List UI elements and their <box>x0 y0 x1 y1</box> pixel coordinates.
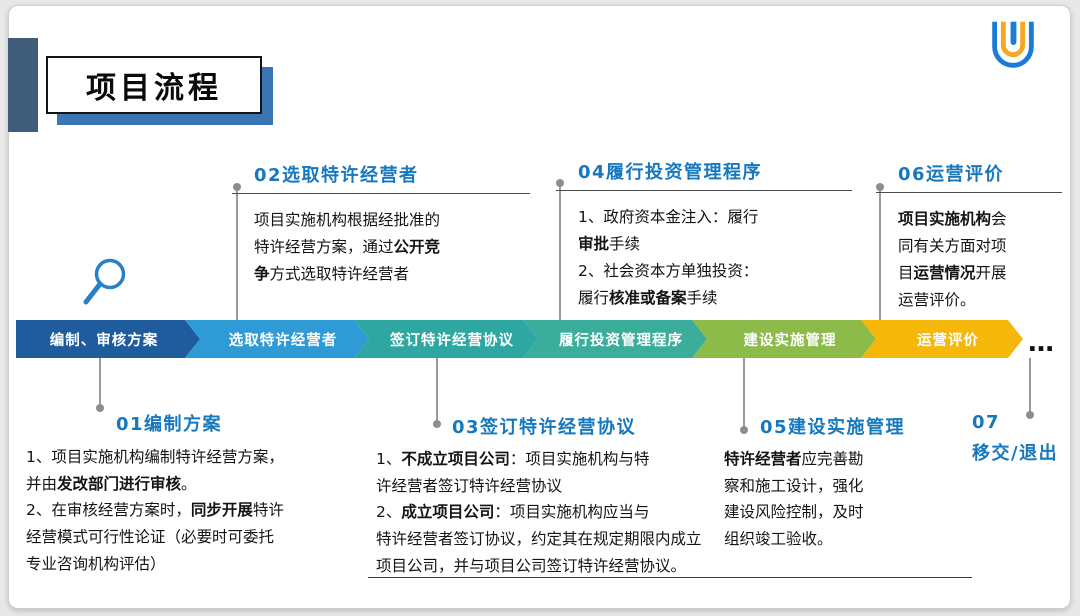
magnifier-icon <box>78 254 132 316</box>
section-06: 06运营评价 项目实施机构会 同有关方面对项 目运营情况开展 运营评价。 <box>876 160 1062 315</box>
title-accent-bar <box>8 38 38 132</box>
flow-step-6-label: 运营评价 <box>917 332 979 349</box>
section-03-body: 1、不成立项目公司：项目实施机构与特 许经营者签订特许经营协议 2、成立项目公司… <box>376 450 702 575</box>
section-05-body: 特许经营者应完善勘 察和施工设计，强化 建设风险控制，及时 组织竣工验收。 <box>724 450 864 548</box>
section-07-heading: 07 移交/退出 <box>972 408 1058 469</box>
flow-step-5-label: 建设实施管理 <box>743 332 837 349</box>
u-logo-icon <box>984 16 1042 74</box>
connector-dot-01 <box>96 404 104 412</box>
connector-dot-07 <box>1026 411 1034 419</box>
connector-line-07 <box>1029 358 1031 411</box>
flow-step-1-label: 编制、审核方案 <box>49 332 159 349</box>
section-04-heading: 04履行投资管理程序 <box>556 158 852 191</box>
section-04-body: 1、政府资本金注入：履行 审批手续 2、社会资本方单独投资： 履行核准或备案手续 <box>578 208 759 308</box>
section-02-body: 项目实施机构根据经批准的 特许经营方案，通过公开竞 争方式选取特许经营者 <box>254 211 441 284</box>
connector-line-03 <box>436 358 438 420</box>
section-03-heading: 03签订特许经营协议 <box>452 417 637 438</box>
flow-step-4-label: 履行投资管理程序 <box>559 332 683 349</box>
section-07-label: 移交/退出 <box>972 442 1059 464</box>
connector-line-05 <box>743 358 745 426</box>
connector-line-04 <box>559 187 561 322</box>
flow-ellipsis: … <box>1028 328 1054 358</box>
flow-step-1: 编制、审核方案 <box>16 320 200 358</box>
flow-step-5: 建设实施管理 <box>692 320 876 358</box>
connector-line-06 <box>879 191 881 322</box>
section-01-heading: 01编制方案 <box>116 414 223 435</box>
section-07-number: 07 <box>972 412 1001 433</box>
connector-dot-05 <box>740 426 748 434</box>
section-06-body: 项目实施机构会 同有关方面对项 目运营情况开展 运营评价。 <box>898 210 1007 310</box>
section-06-heading: 06运营评价 <box>876 160 1062 193</box>
bottom-divider-line <box>368 577 972 578</box>
connector-dot-04 <box>556 179 564 187</box>
section-04: 04履行投资管理程序 1、政府资本金注入：履行 审批手续 2、社会资本方单独投资… <box>556 158 852 313</box>
connector-dot-06 <box>876 183 884 191</box>
flow-step-4: 履行投资管理程序 <box>523 320 707 358</box>
flow-step-3: 签订特许经营协议 <box>354 320 538 358</box>
flow-step-2: 选取特许经营者 <box>185 320 369 358</box>
section-02-heading: 02选取特许经营者 <box>232 161 530 194</box>
flow-step-2-label: 选取特许经营者 <box>228 332 338 349</box>
flow-step-6: 运营评价 <box>861 320 1023 358</box>
page-title: 项目流程 <box>86 71 222 106</box>
section-05-heading: 05建设实施管理 <box>760 417 906 438</box>
connector-dot-03 <box>433 420 441 428</box>
title-box: 项目流程 <box>46 56 262 114</box>
connector-line-02 <box>236 191 238 322</box>
connector-dot-02 <box>233 183 241 191</box>
flow-step-3-label: 签订特许经营协议 <box>390 332 514 349</box>
section-01-body: 1、项目实施机构编制特许经营方案， 并由发改部门进行审核。 2、在审核经营方案时… <box>26 448 284 573</box>
connector-line-01 <box>99 358 101 404</box>
section-02: 02选取特许经营者 项目实施机构根据经批准的 特许经营方案，通过公开竞 争方式选… <box>232 161 530 288</box>
